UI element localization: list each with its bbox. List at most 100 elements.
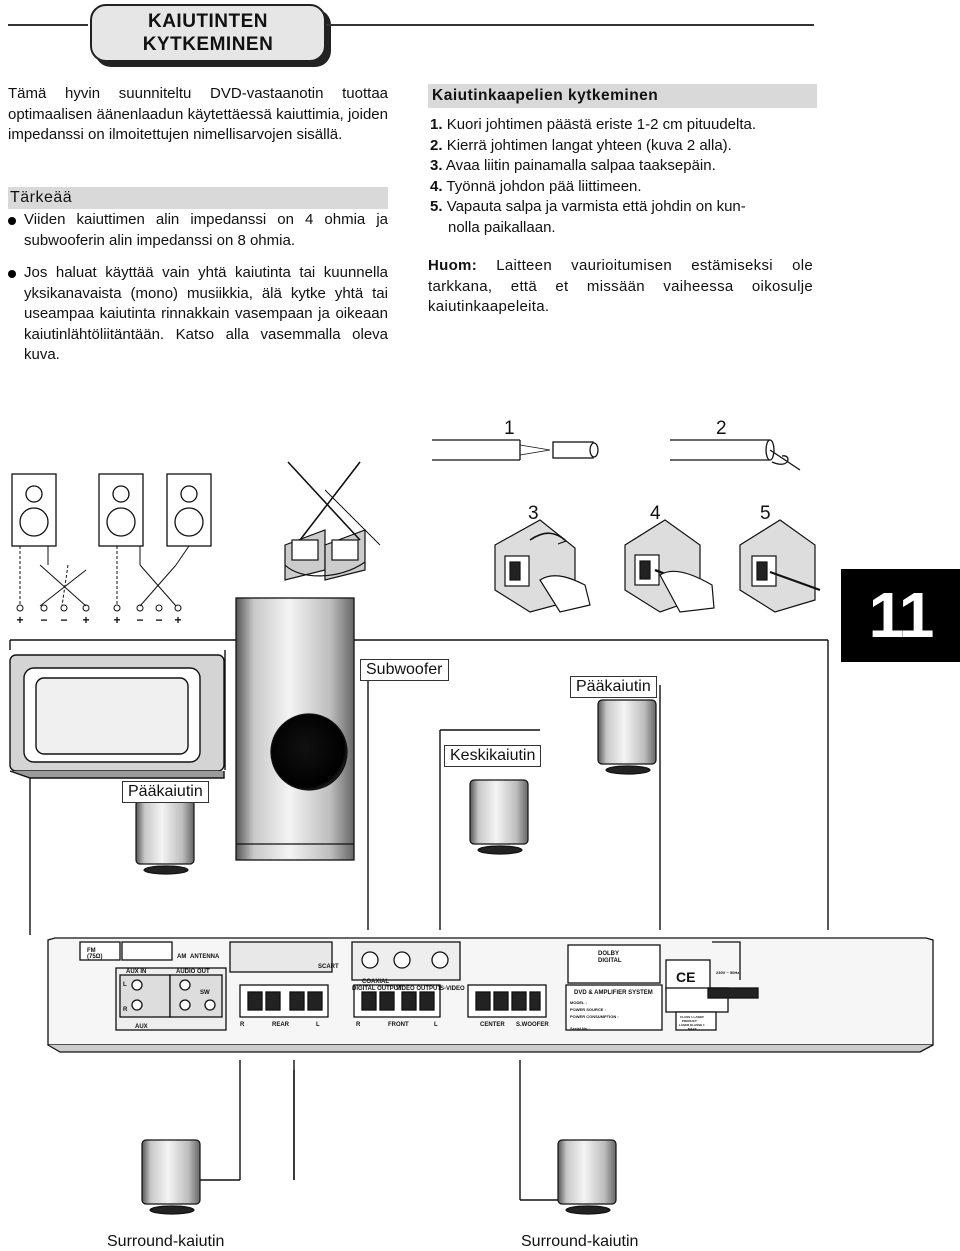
cable-step-3: 3. Avaa liitin painamalla salpaa taaksep… xyxy=(428,156,816,177)
wire-figure-1 xyxy=(432,439,599,461)
cable-note: Huom: Laitteen vaurioitumisen estämiseks… xyxy=(428,256,813,318)
step-text: Työnnä johdon pää liittimeen. xyxy=(446,177,642,195)
cable-step-4: 4. Työnnä johdon pää liittimeen. xyxy=(428,177,816,198)
rear-l-label: L xyxy=(316,1022,320,1028)
scart-label: SCART xyxy=(318,964,339,970)
step-number: 5. xyxy=(430,198,443,215)
wiring-lines xyxy=(9,639,829,1201)
mini-speaker-wiring xyxy=(16,545,190,612)
note-label: Huom: xyxy=(428,257,477,274)
terminal-sign: − xyxy=(40,613,47,627)
step-text: Avaa liitin painamalla salpaa taaksepäin… xyxy=(445,157,716,174)
terminal-sign: + xyxy=(82,613,89,627)
important-heading-label: Tärkeää xyxy=(10,189,73,206)
r-label: R xyxy=(123,1007,128,1013)
page-title: KAIUTINTEN KYTKEMINEN xyxy=(90,4,326,62)
center-speaker-label: Keskikaiutin xyxy=(444,745,542,767)
cable-step-1: 1. Kuori johtimen päästä eriste 1-2 cm p… xyxy=(428,115,816,136)
page-number: 11 xyxy=(841,569,960,662)
am-label: AM xyxy=(177,954,186,960)
step-text: Kuori johtimen päästä eriste 1-2 cm pitu… xyxy=(446,116,757,133)
laser-label-1: CLASS 1 LASER xyxy=(680,1015,705,1019)
figure-number-4: 4 xyxy=(650,503,661,524)
terminal-figure-4 xyxy=(624,519,715,613)
subwoofer-graphic xyxy=(235,597,355,861)
serial-label: Serial No : xyxy=(570,1026,590,1031)
terminal-sign: − xyxy=(155,613,162,627)
page-title-line2: KYTKEMINEN xyxy=(142,34,274,55)
antenna-label: ANTENNA xyxy=(190,954,220,960)
l-label: L xyxy=(123,982,127,988)
voltage-label: 230V ~ 50Hz xyxy=(716,970,739,975)
figure-number-2: 2 xyxy=(716,418,727,439)
terminal-sign: − xyxy=(60,613,67,627)
step-number: 2. xyxy=(430,136,443,154)
power-source-label: POWER SOURCE : xyxy=(570,1007,606,1012)
cable-step-2: 2. Kierrä johtimen langat yhteen (kuva 2… xyxy=(428,136,816,157)
important-bullet-1-text: Viiden kaiuttimen alin impedanssi on 4 o… xyxy=(24,211,388,249)
front-right-speaker xyxy=(597,699,657,775)
parallel-warning-figure xyxy=(284,461,381,581)
important-bullet-1: Viiden kaiuttimen alin impedanssi on 4 o… xyxy=(8,210,388,251)
figure-number-5: 5 xyxy=(760,503,771,524)
step-text: Kierrä johtimen langat yhteen (kuva 2 al… xyxy=(446,136,732,154)
front-left-speaker xyxy=(135,799,195,875)
surround-right-speaker xyxy=(557,1139,617,1215)
terminal-figure-5 xyxy=(739,519,821,613)
dolby-bottom-label: DIGITAL xyxy=(598,958,622,964)
important-bullet-2-text: Jos haluat käyttää vain yhtä kaiutinta t… xyxy=(24,264,388,363)
sw-label: SW xyxy=(200,990,210,996)
important-heading: Tärkeää xyxy=(8,187,388,209)
system-label: DVD & AMPLIFIER SYSTEM xyxy=(574,990,653,996)
tv-graphic xyxy=(9,654,225,779)
bullet-dot xyxy=(8,270,16,278)
front-l-label: L xyxy=(434,1022,438,1028)
front-label: FRONT xyxy=(388,1022,409,1028)
main-right-label: Pääkaiutin xyxy=(570,676,657,698)
aux-in-label: AUX IN xyxy=(126,969,146,975)
video-output-label: VIDEO OUTPUT xyxy=(396,986,441,992)
dolby-top-label: DOLBY xyxy=(598,951,619,957)
cable-step-5: 5. Vapauta salpa ja varmista että johdin… xyxy=(428,197,816,218)
header-rule-left xyxy=(8,24,88,26)
ce-mark: CE xyxy=(676,969,695,985)
coaxial-label: COAXIAL xyxy=(362,979,389,985)
wire-figure-2 xyxy=(670,439,801,471)
terminal-sign: − xyxy=(136,613,143,627)
step-number: 3. xyxy=(430,157,443,174)
back-panel-labels: FM (75Ω) AM ANTENNA AUX IN AUDIO OUT L R… xyxy=(87,948,739,1031)
page-title-line1: KAIUTINTEN xyxy=(147,11,269,32)
important-bullet-2: Jos haluat käyttää vain yhtä kaiutinta t… xyxy=(8,263,388,366)
terminal-sign: + xyxy=(174,613,181,627)
laser-label-3: LASER KLASSE 1 xyxy=(679,1023,705,1027)
surround-right-label: Surround-kaiutin xyxy=(518,1233,642,1251)
model-label: MODEL : xyxy=(570,1000,587,1005)
header-rule xyxy=(326,24,814,26)
terminal-sign: + xyxy=(113,613,120,627)
step-number: 1. xyxy=(430,116,443,133)
aux-label: AUX xyxy=(135,1024,148,1030)
bullet-dot xyxy=(8,217,16,225)
front-r-label: R xyxy=(356,1022,361,1028)
terminal-sign: + xyxy=(16,613,23,627)
fm-label: FM xyxy=(87,948,96,954)
laser-label-2: PRODUCT xyxy=(682,1019,697,1023)
main-left-label: Pääkaiutin xyxy=(122,781,209,803)
cable-step-5-cont: nolla paikallaan. xyxy=(448,218,556,236)
subwoofer-label: Subwoofer xyxy=(360,659,449,681)
svideo-label: S-VIDEO xyxy=(440,986,465,992)
rear-r-label: R xyxy=(240,1022,245,1028)
step-number: 4. xyxy=(430,177,443,195)
cable-section: Kaiutinkaapelien kytkeminen 1. Kuori joh… xyxy=(428,84,817,318)
audio-out-label: AUDIO OUT xyxy=(176,969,210,975)
figure-number-1: 1 xyxy=(504,418,515,439)
receiver-back-panel xyxy=(47,937,934,1053)
laser-label-4: MAXX xyxy=(688,1027,697,1031)
mini-speakers xyxy=(11,473,212,547)
surround-left-speaker xyxy=(141,1139,201,1215)
surround-left-label: Surround-kaiutin xyxy=(104,1233,228,1251)
fm-ohm-label: (75Ω) xyxy=(87,954,102,960)
terminal-figure-3 xyxy=(494,519,591,613)
intro-paragraph: Tämä hyvin suunniteltu DVD-vastaanotin t… xyxy=(8,85,388,143)
